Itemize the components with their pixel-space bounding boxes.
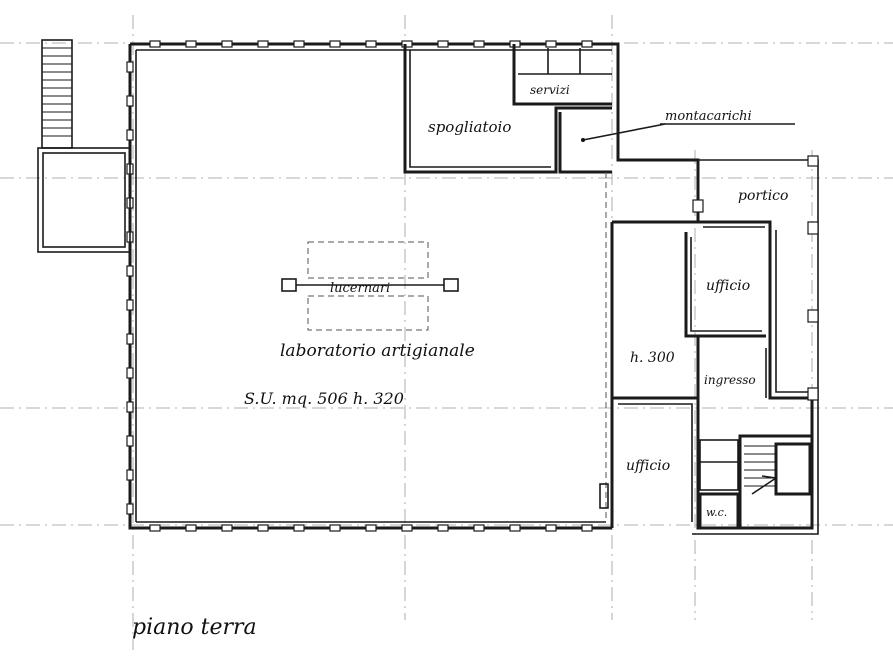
window-mark xyxy=(149,524,161,532)
window-mark xyxy=(149,40,161,48)
ufficio-bottom-room xyxy=(599,398,693,528)
window-mark xyxy=(293,40,305,48)
label-su: S.U. mq. 506 h. 320 xyxy=(244,389,404,408)
ingresso-area xyxy=(696,336,767,398)
window-mark xyxy=(126,435,134,447)
window-mark xyxy=(473,40,485,48)
window-mark xyxy=(126,367,134,379)
window-mark xyxy=(126,95,134,107)
window-mark xyxy=(473,524,485,532)
window-mark xyxy=(509,524,521,532)
label-ingresso: ingresso xyxy=(704,373,756,387)
montacarichi-shaft xyxy=(558,112,795,174)
window-mark xyxy=(126,299,134,311)
label-montacarichi: montacarichi xyxy=(665,109,752,124)
label-ufficio-bottom: ufficio xyxy=(626,458,670,474)
window-mark xyxy=(221,40,233,48)
skylights xyxy=(281,241,459,331)
room-labels: spogliatoio servizi montacarichi portico… xyxy=(132,83,788,640)
window-mark xyxy=(329,40,341,48)
window-mark xyxy=(581,524,593,532)
window-mark xyxy=(401,524,413,532)
window-mark xyxy=(185,40,197,48)
spogliatoio-room xyxy=(403,44,612,174)
label-ufficio-top: ufficio xyxy=(706,278,750,294)
left-staircase xyxy=(37,39,131,253)
label-h300: h. 300 xyxy=(630,350,675,366)
label-lucernari: lucernari xyxy=(330,281,390,296)
window-mark xyxy=(126,265,134,277)
window-mark xyxy=(126,469,134,481)
label-servizi: servizi xyxy=(530,83,570,97)
window-mark xyxy=(365,40,377,48)
window-mark xyxy=(257,524,269,532)
window-mark xyxy=(329,524,341,532)
window-mark xyxy=(437,524,449,532)
window-mark xyxy=(257,40,269,48)
label-wc: w.c. xyxy=(706,506,727,519)
window-mark xyxy=(185,524,197,532)
window-mark xyxy=(545,40,557,48)
window-mark xyxy=(545,524,557,532)
grid-lines xyxy=(0,15,893,650)
window-mark xyxy=(221,524,233,532)
window-mark xyxy=(365,524,377,532)
label-spogliatoio: spogliatoio xyxy=(428,118,511,136)
window-mark xyxy=(401,40,413,48)
window-mark xyxy=(126,503,134,515)
window-mark xyxy=(126,61,134,73)
window-mark xyxy=(126,129,134,141)
right-staircase xyxy=(738,434,814,530)
label-portico: portico xyxy=(738,188,788,204)
window-mark xyxy=(126,401,134,413)
portico-columns xyxy=(692,155,819,401)
window-mark xyxy=(437,40,449,48)
wc-room xyxy=(698,439,740,530)
servizi-room xyxy=(512,44,612,106)
window-mark xyxy=(581,40,593,48)
window-mark xyxy=(293,524,305,532)
window-mark xyxy=(126,333,134,345)
plan-title: piano terra xyxy=(132,615,257,640)
ufficio-top-room xyxy=(684,232,766,338)
label-laboratorio: laboratorio artigianale xyxy=(280,341,475,361)
